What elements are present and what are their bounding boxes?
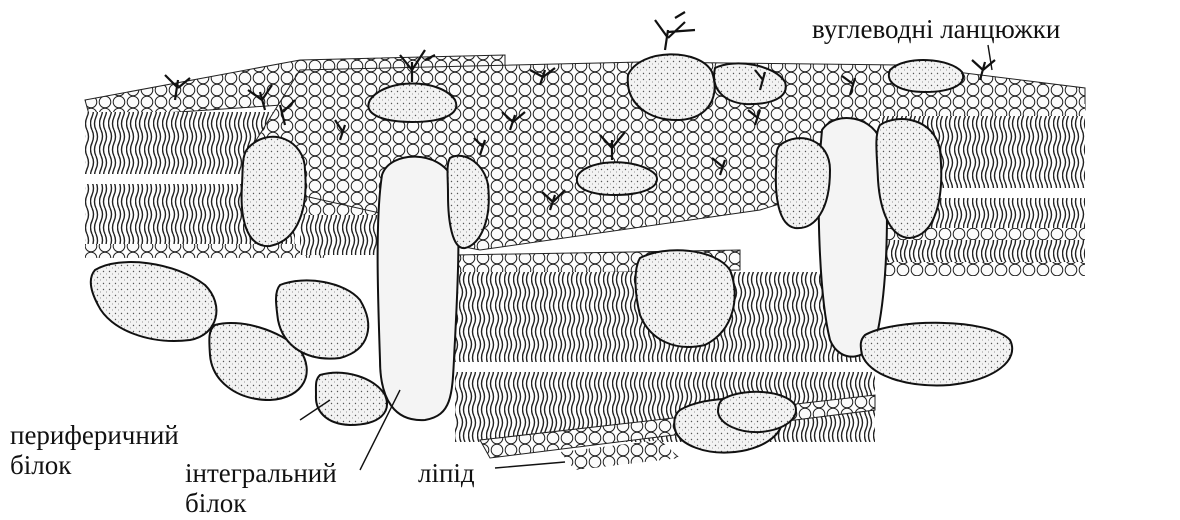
integral-protein-shape <box>378 157 459 421</box>
top-protein-center <box>577 162 657 195</box>
label-peripheral-protein: периферичний білок <box>10 420 179 480</box>
label-integral-line2: білок <box>185 488 337 518</box>
leader-lipid <box>495 462 565 468</box>
label-integral-protein: інтегральний білок <box>185 458 337 518</box>
label-carbohydrate-chains: вуглеводні ланцюжки <box>812 14 1060 44</box>
label-lipid: ліпід <box>418 458 475 488</box>
top-protein-1 <box>368 84 456 123</box>
label-peripheral-line1: периферичний <box>10 420 179 450</box>
label-integral-line1: інтегральний <box>185 458 337 488</box>
label-peripheral-line2: білок <box>10 450 179 480</box>
protein-left-embedded <box>242 137 306 246</box>
peripheral-protein-shape <box>91 262 217 341</box>
